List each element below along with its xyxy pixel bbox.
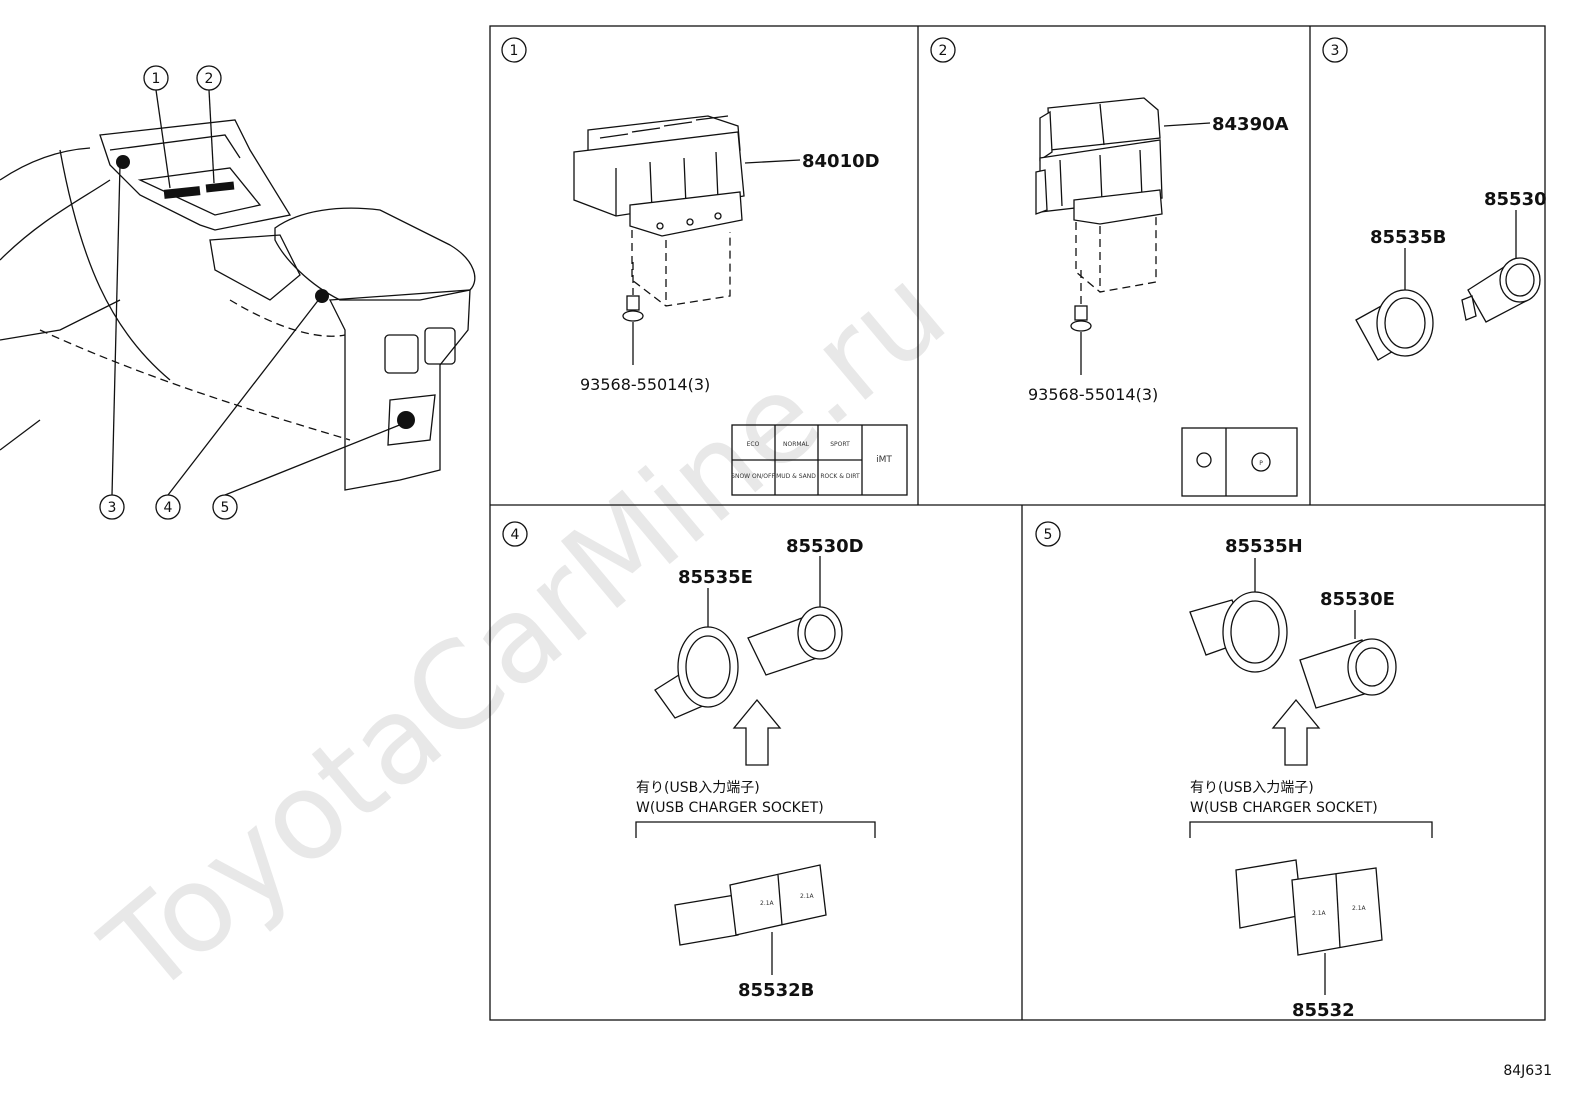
power-socket-drawing [1461, 257, 1541, 323]
switch-face-panel: ECO NORMAL SPORT SNOW ON/OFF MUD & SAND … [731, 424, 908, 496]
svg-text:1: 1 [510, 43, 519, 59]
svg-text:3: 3 [108, 500, 117, 516]
svg-text:2.1A: 2.1A [1352, 905, 1367, 912]
note-en-p4: W(USB CHARGER SOCKET) [636, 800, 824, 816]
svg-text:ECO: ECO [747, 441, 760, 448]
callout-3: 3 [99, 494, 125, 520]
callout-1: 1 [143, 65, 169, 91]
usb-charger-drawing-p5: 2.1A 2.1A [1235, 859, 1383, 956]
parking-brake-switch-drawing [1035, 97, 1163, 293]
panel-grid [489, 25, 1546, 1021]
part-85535H: 85535H [1225, 536, 1303, 557]
svg-text:4: 4 [164, 500, 173, 516]
svg-text:iMT: iMT [876, 455, 892, 465]
part-85530E: 85530E [1320, 589, 1395, 610]
panel-1: 1 84010D 93568-55014(3) [501, 37, 908, 496]
svg-text:2.1A: 2.1A [760, 900, 775, 907]
svg-text:2.1A: 2.1A [800, 893, 815, 900]
panel-3: 3 85535B 85530 [1322, 37, 1547, 361]
socket-ring-drawing [1355, 289, 1434, 361]
callout-4: 4 [155, 494, 181, 520]
callout-2: 2 [196, 65, 222, 91]
svg-text:3: 3 [1331, 43, 1340, 59]
part-84010D: 84010D [802, 151, 880, 172]
svg-text:4: 4 [511, 527, 520, 543]
svg-text:P: P [1259, 460, 1263, 467]
parking-switch-face: P [1181, 427, 1298, 497]
power-socket-drawing-p5 [1299, 638, 1397, 709]
panel-4: 4 85535E 85530D 有り(USB入力端子) W(USB CHARGE… [502, 521, 876, 1001]
usb-charger-drawing-p4: 2.1A 2.1A [674, 864, 827, 946]
part-85530: 85530 [1484, 189, 1547, 210]
note-jp-p5: 有り(USB入力端子) [1190, 780, 1314, 796]
screw-drawing [622, 262, 644, 365]
part-screw-p1: 93568-55014(3) [580, 375, 710, 394]
note-jp-p4: 有り(USB入力端子) [636, 780, 760, 796]
install-arrow-p4 [732, 698, 782, 766]
part-85532B: 85532B [738, 980, 814, 1001]
svg-text:NORMAL: NORMAL [783, 441, 810, 448]
part-85530D: 85530D [786, 536, 864, 557]
part-85532: 85532 [1292, 1000, 1355, 1021]
diagram-code: 84J631 [1503, 1063, 1552, 1079]
note-en-p5: W(USB CHARGER SOCKET) [1190, 800, 1378, 816]
install-arrow-p5 [1271, 698, 1321, 766]
svg-text:5: 5 [221, 500, 230, 516]
svg-text:MUD & SAND: MUD & SAND [776, 473, 816, 480]
svg-text:2: 2 [205, 71, 214, 87]
svg-text:1: 1 [152, 71, 161, 87]
socket-ring-drawing-p5 [1189, 591, 1288, 673]
svg-text:2: 2 [939, 43, 948, 59]
svg-text:SPORT: SPORT [830, 441, 850, 448]
part-screw-p2: 93568-55014(3) [1028, 385, 1158, 404]
callout-5: 5 [212, 494, 238, 520]
power-socket-drawing-p4 [747, 606, 843, 676]
screw-drawing-p2 [1070, 270, 1092, 375]
part-85535B: 85535B [1370, 227, 1446, 248]
part-84390A: 84390A [1212, 114, 1289, 135]
drive-mode-switch-drawing [573, 115, 745, 307]
socket-ring-drawing-p4 [654, 626, 739, 719]
panel-5: 5 85535H 85530E 有り(USB入力端子) W(USB CHARGE… [1035, 521, 1433, 1021]
svg-text:5: 5 [1044, 527, 1053, 543]
console-overview [0, 89, 476, 496]
panel-2: 2 84390A 93568-55014(3) P [930, 37, 1298, 497]
svg-text:SNOW ON/OFF: SNOW ON/OFF [731, 473, 775, 480]
svg-text:ROCK & DIRT: ROCK & DIRT [820, 473, 860, 480]
part-85535E: 85535E [678, 567, 753, 588]
svg-text:2.1A: 2.1A [1312, 910, 1327, 917]
